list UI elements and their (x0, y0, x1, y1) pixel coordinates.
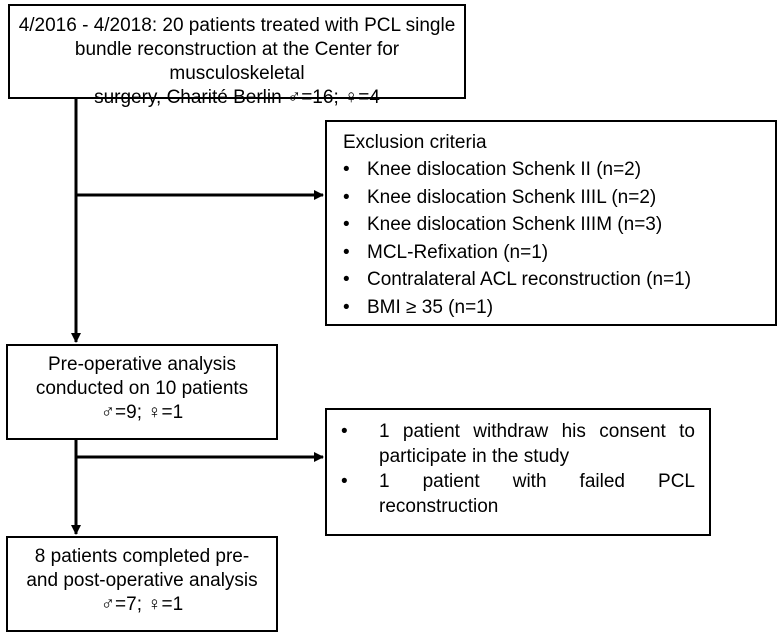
preop-line-2: conducted on 10 patients (35, 378, 249, 399)
preop-line-3: ♂=9; ♀=1 (100, 402, 184, 423)
exclusion-item: Knee dislocation Schenk IIIM (n=3) (343, 211, 759, 239)
preop-line-1: Pre-operative analysis (48, 354, 236, 375)
completed-line-2: and post-operative analysis (26, 570, 258, 591)
exclusion-item: BMI ≥ 35 (n=1) (343, 294, 759, 322)
completed-line-3: ♂=7; ♀=1 (100, 594, 184, 615)
enrollment-line-1: 4/2016 - 4/2018: 20 patients treated wit… (18, 15, 456, 36)
dropout-box: 1 patient withdraw his consent to partic… (325, 408, 711, 536)
enrollment-line-2: bundle reconstruction at the Center for … (74, 39, 400, 84)
exclusion-item: Knee dislocation Schenk II (n=2) (343, 156, 759, 184)
dropout-item: 1 patient with failed PCL reconstruction (341, 469, 695, 519)
completed-line-1: 8 patients completed pre- (34, 546, 250, 567)
completed-analysis-box: 8 patients completed pre- and post-opera… (6, 536, 278, 632)
exclusion-box: Exclusion criteria Knee dislocation Sche… (325, 120, 777, 326)
enrollment-box: 4/2016 - 4/2018: 20 patients treated wit… (8, 4, 466, 108)
exclusion-item: Contralateral ACL reconstruction (n=1) (343, 266, 759, 294)
exclusion-title: Exclusion criteria (343, 132, 487, 153)
exclusion-item: MCL-Refixation (n=1) (343, 239, 759, 267)
dropout-item: 1 patient withdraw his consent to partic… (341, 419, 695, 469)
enrollment-line-3: surgery, Charité Berlin ♂=16; ♀=4 (94, 87, 380, 108)
exclusion-item: Knee dislocation Schenk IIIL (n=2) (343, 184, 759, 212)
preop-analysis-box: Pre-operative analysis conducted on 10 p… (6, 344, 278, 440)
